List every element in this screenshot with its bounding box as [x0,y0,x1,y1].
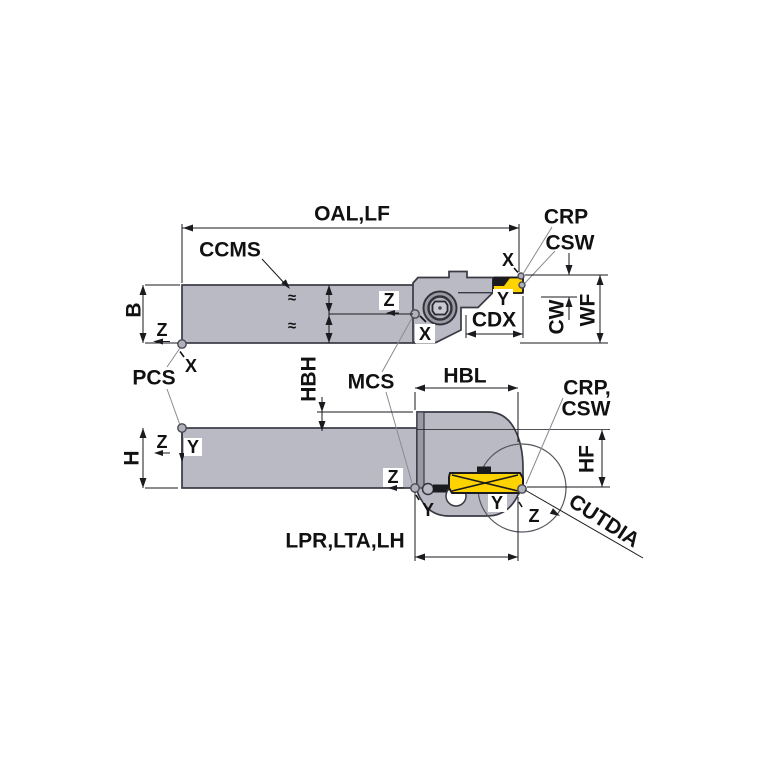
hbh-label: HBH [298,356,321,402]
axis-y-tip-side: Y [493,289,513,309]
axis-x-mcs-side: X [415,315,435,344]
insert-clamp-shadow [493,278,510,286]
plan-view [181,411,610,533]
crp-plan-label: CRP, [563,377,610,400]
axis-z-tip-plan: Z [518,501,540,526]
dim-lpr: LPR,LTA,LH [285,492,519,561]
h-label: H [121,450,144,465]
z-axis-label: Z [157,320,168,340]
cdx-label: CDX [472,309,516,332]
csw-plan-label: CSW [562,398,611,421]
axis-y-tip-plan: Y [488,493,507,513]
hbl-label: HBL [443,365,486,388]
dim-wf: WF [520,275,608,344]
axis-y-pcs-plan: Y [179,431,202,462]
z-axis-label: Z [388,467,399,487]
pcs-point-plan [177,423,187,433]
mcs-label: MCS [348,371,395,394]
pcs-label: PCS [132,367,175,390]
mcs-point-plan [410,483,420,493]
dim-hbl: HBL [414,365,519,442]
y-axis-label: Y [187,437,199,457]
plan-blade-strip [416,411,425,489]
approx-lower-label: ≈ [288,318,296,335]
tip-point-plan [517,484,527,494]
axis-z-mcs-plan: Z [383,467,404,491]
dim-hf: HF [527,430,610,488]
insert-plan [448,466,524,494]
dim-crp-csw-plan: CRP, CSW [525,377,611,485]
z-axis-label: Z [529,506,540,526]
oal-label: OAL,LF [314,203,390,226]
ccms-label: CCMS [199,239,261,262]
x-axis-label: X [419,324,431,344]
csw-point [518,281,526,289]
axis-x-pcs-side: X [179,351,197,376]
lpr-label: LPR,LTA,LH [285,530,404,553]
cw-label: CW [546,299,569,334]
mcs-callout: MCS [348,317,413,484]
dim-cdx: CDX [465,296,524,338]
approx-upper-label: ≈ [288,290,296,307]
pcs-point-side [177,339,187,349]
y-axis-label: Y [491,493,503,513]
axis-x-tip-side: X [502,250,519,274]
x-axis-label: X [502,250,514,270]
plan-view-shank [181,427,418,489]
x-axis-label: X [185,356,197,376]
hf-label: HF [576,445,599,473]
pcs-callout: PCS [132,347,181,426]
dim-hbh: HBH [298,356,413,431]
b-label: B [123,302,146,317]
crp-point [517,272,525,280]
y-axis-label: Y [422,500,434,520]
wf-label: WF [577,294,600,327]
dim-cw: CW [525,253,608,335]
dim-b: B [123,284,180,344]
dim-crp-csw-top: CRP CSW [522,206,595,284]
axis-z-pcs-side: Z [153,320,170,345]
dim-h: H [121,428,178,489]
dim-cutdia: CUTDIA [524,489,644,559]
csw-label: CSW [546,232,595,255]
dim-center-height: ≈ ≈ [288,285,413,343]
z-axis-label: Z [384,290,395,310]
cutdia-label: CUTDIA [564,490,643,552]
y-axis-label: Y [497,289,509,309]
dim-oal: OAL,LF [181,203,520,283]
crp-label: CRP [544,206,588,229]
dim-ccms: CCMS [199,239,290,289]
clamp-screw-icon [422,290,458,326]
axis-z-pcs-plan: Z [154,432,170,456]
axis-z-mcs-side: Z [379,290,399,316]
z-axis-label: Z [157,432,168,452]
axis-y-mcs-plan: Y [415,494,434,520]
